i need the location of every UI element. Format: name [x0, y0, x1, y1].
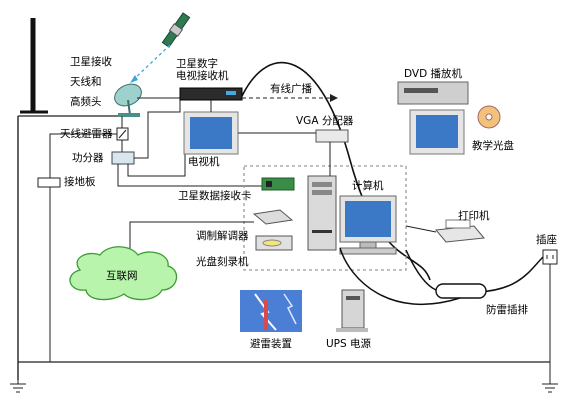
label-vga-distributor: VGA 分配器 — [296, 115, 354, 127]
label-lightning-device: 避雷装置 — [250, 338, 292, 350]
label-satellite-data-card: 卫星数据接收卡 — [178, 190, 252, 202]
vga-splitter-icon — [315, 129, 349, 143]
label-internet: 互联网 — [106, 270, 138, 282]
label-surge-strip: 防雷插排 — [486, 304, 528, 316]
label-computer: 计算机 — [352, 180, 384, 192]
dish-antenna-icon — [114, 83, 142, 117]
label-satellite-antenna: 卫星接收 天线和 高频头 — [70, 56, 112, 108]
monitor-icon — [339, 195, 397, 255]
cd-burner-icon — [255, 235, 293, 251]
pc-tower-icon — [307, 175, 337, 251]
label-antenna-arrester: 天线避雷器 — [60, 128, 113, 140]
power-strip-icon — [435, 283, 487, 299]
label-grounding-plate: 接地板 — [64, 176, 96, 188]
cloud-icon — [69, 246, 178, 301]
wireless-link — [132, 44, 171, 81]
pci-card-icon — [261, 177, 295, 191]
tv-icon — [183, 111, 239, 155]
label-power-splitter: 功分器 — [72, 152, 104, 164]
label-tv-set: 电视机 — [188, 156, 220, 168]
receiver-box-icon — [179, 87, 243, 101]
tv-icon — [409, 109, 465, 155]
ground-symbol-icon — [10, 380, 26, 393]
disc-icon — [477, 105, 501, 129]
splitter-icon — [111, 151, 135, 165]
modem-icon — [252, 209, 294, 225]
label-dvd-player: DVD 播放机 — [404, 68, 463, 80]
grounding-plate-icon — [37, 177, 61, 188]
label-cable-broadcast: 有线广播 — [270, 83, 312, 95]
computer-area-box — [243, 165, 407, 271]
label-teaching-disc: 教学光盘 — [472, 140, 514, 152]
lightning-photo-icon — [240, 290, 302, 332]
antenna-mast — [17, 18, 48, 380]
arrester-icon — [116, 127, 129, 141]
satellite-icon — [161, 12, 191, 48]
label-satellite-tv-receiver: 卫星数字 电视接收机 — [176, 58, 229, 82]
label-socket: 插座 — [536, 234, 557, 246]
ups-icon — [336, 289, 368, 332]
ground-symbol-icon — [542, 362, 558, 393]
printer-icon — [435, 219, 485, 243]
label-cd-burner: 光盘刻录机 — [196, 256, 249, 268]
socket-icon — [542, 249, 558, 265]
dvd-player-icon — [397, 81, 469, 105]
label-modem: 调制解调器 — [196, 230, 249, 242]
label-printer: 打印机 — [458, 210, 490, 222]
label-ups-power: UPS 电源 — [326, 338, 372, 350]
